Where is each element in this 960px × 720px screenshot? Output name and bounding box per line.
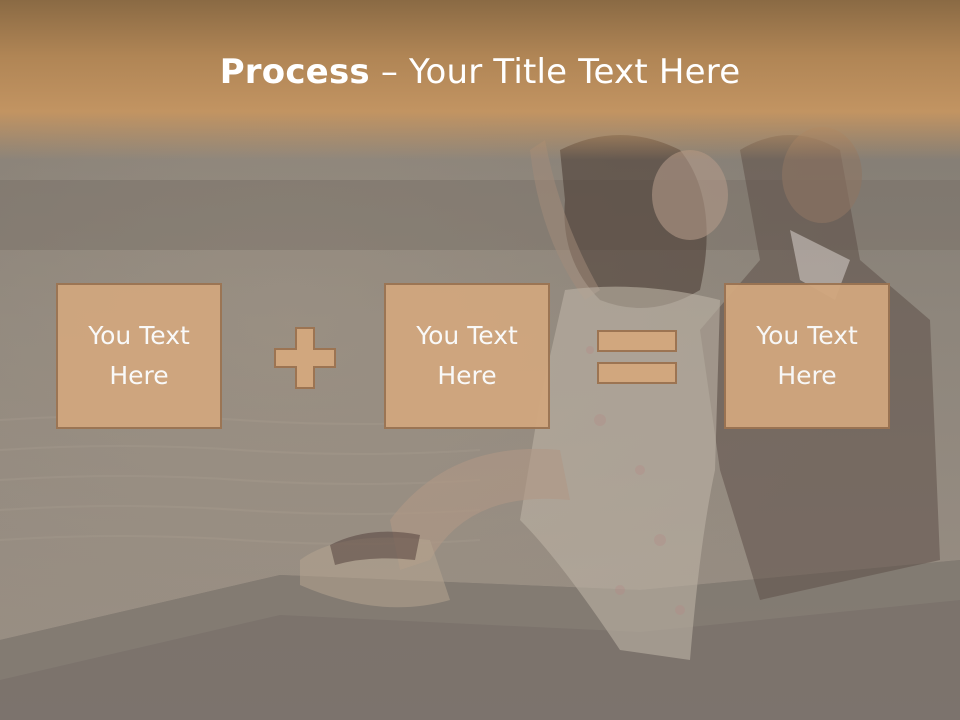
page-title: Process – Your Title Text Here [0,52,960,92]
text-box-2[interactable]: You Text Here [384,283,550,429]
equals-icon [597,330,677,384]
text-box-1[interactable]: You Text Here [56,283,222,429]
text-box-1-line2: Here [109,361,169,390]
title-bold: Process [219,52,370,92]
text-box-2-line1: You Text [416,321,518,350]
title-rest: – Your Title Text Here [369,52,741,92]
text-box-1-line1: You Text [88,321,190,350]
text-box-1-text: You Text Here [74,316,204,396]
text-box-2-line2: Here [437,361,497,390]
text-box-3-text: You Text Here [742,316,872,396]
text-box-3-line2: Here [777,361,837,390]
text-box-2-text: You Text Here [402,316,532,396]
text-box-3-line1: You Text [756,321,858,350]
title-band [0,0,960,160]
plus-icon [274,327,336,389]
text-box-3[interactable]: You Text Here [724,283,890,429]
